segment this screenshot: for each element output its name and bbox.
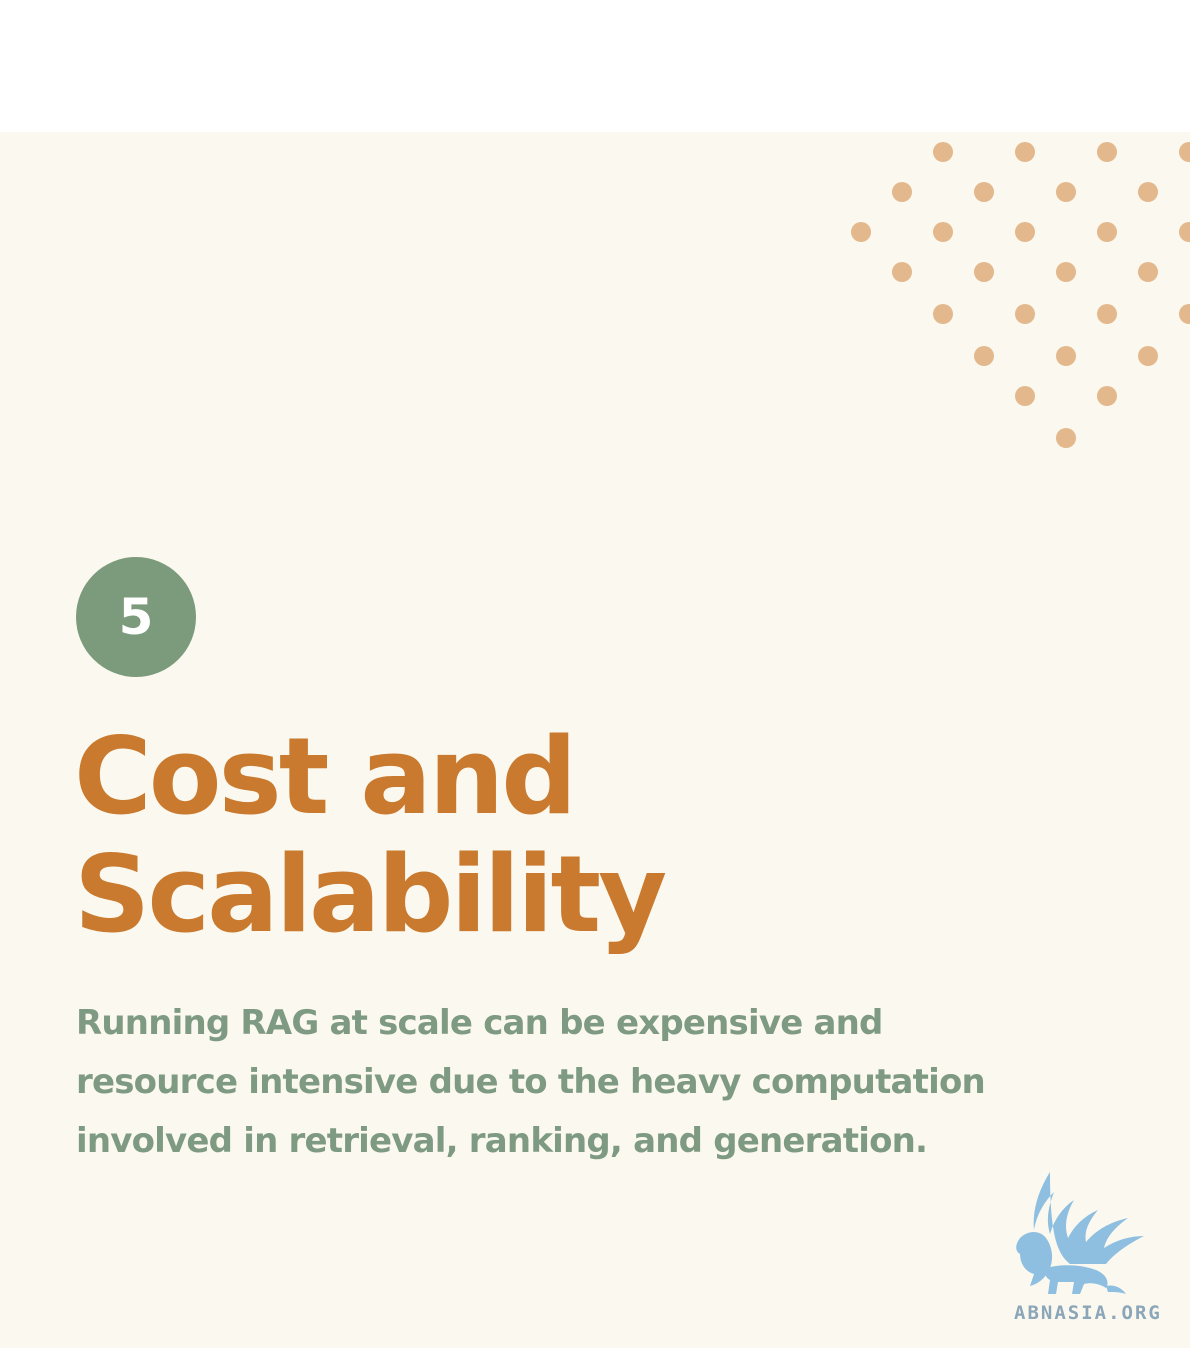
logo-wordmark: ABNASIA.ORG [1014, 1302, 1162, 1324]
decorative-dot [974, 182, 994, 202]
decorative-dot [1015, 386, 1035, 406]
decorative-dot [933, 304, 953, 324]
decorative-dot [1015, 142, 1035, 162]
decorative-dot [1097, 304, 1117, 324]
body-line: Running RAG at scale can be expensive an… [76, 1003, 883, 1043]
decorative-dot [1138, 182, 1158, 202]
decorative-dot [1179, 304, 1190, 324]
decorative-dot [851, 222, 871, 242]
decorative-dot [892, 262, 912, 282]
decorative-dot [1179, 222, 1190, 242]
decorative-dot [892, 182, 912, 202]
decorative-dot [1097, 386, 1117, 406]
body-line: involved in retrieval, ranking, and gene… [76, 1121, 928, 1161]
decorative-dot [1097, 142, 1117, 162]
decorative-dot [1056, 182, 1076, 202]
decorative-dot [1179, 142, 1190, 162]
decorative-dot [1097, 222, 1117, 242]
decorative-dot [1138, 346, 1158, 366]
decorative-dot [1015, 222, 1035, 242]
body-line: resource intensive due to the heavy comp… [76, 1062, 986, 1102]
slide-title-line: Scalability [74, 833, 667, 956]
griffin-logo-icon [1016, 1172, 1144, 1294]
decorative-dot [1138, 262, 1158, 282]
decorative-dot [933, 222, 953, 242]
slide-body-text: Running RAG at scale can be expensive an… [76, 994, 1116, 1171]
slide-title: Cost and Scalability [74, 718, 1074, 954]
slide-canvas: 5 Cost and Scalability Running RAG at sc… [0, 132, 1190, 1348]
decorative-dot [1056, 262, 1076, 282]
decorative-dot [1056, 346, 1076, 366]
decorative-dot [974, 262, 994, 282]
decorative-dot [1015, 304, 1035, 324]
decorative-dot-pattern [0, 132, 1190, 592]
decorative-dot [974, 346, 994, 366]
slide-title-line: Cost and [74, 715, 577, 838]
decorative-dot [933, 142, 953, 162]
step-number-badge: 5 [76, 557, 196, 677]
decorative-dot [1056, 428, 1076, 448]
